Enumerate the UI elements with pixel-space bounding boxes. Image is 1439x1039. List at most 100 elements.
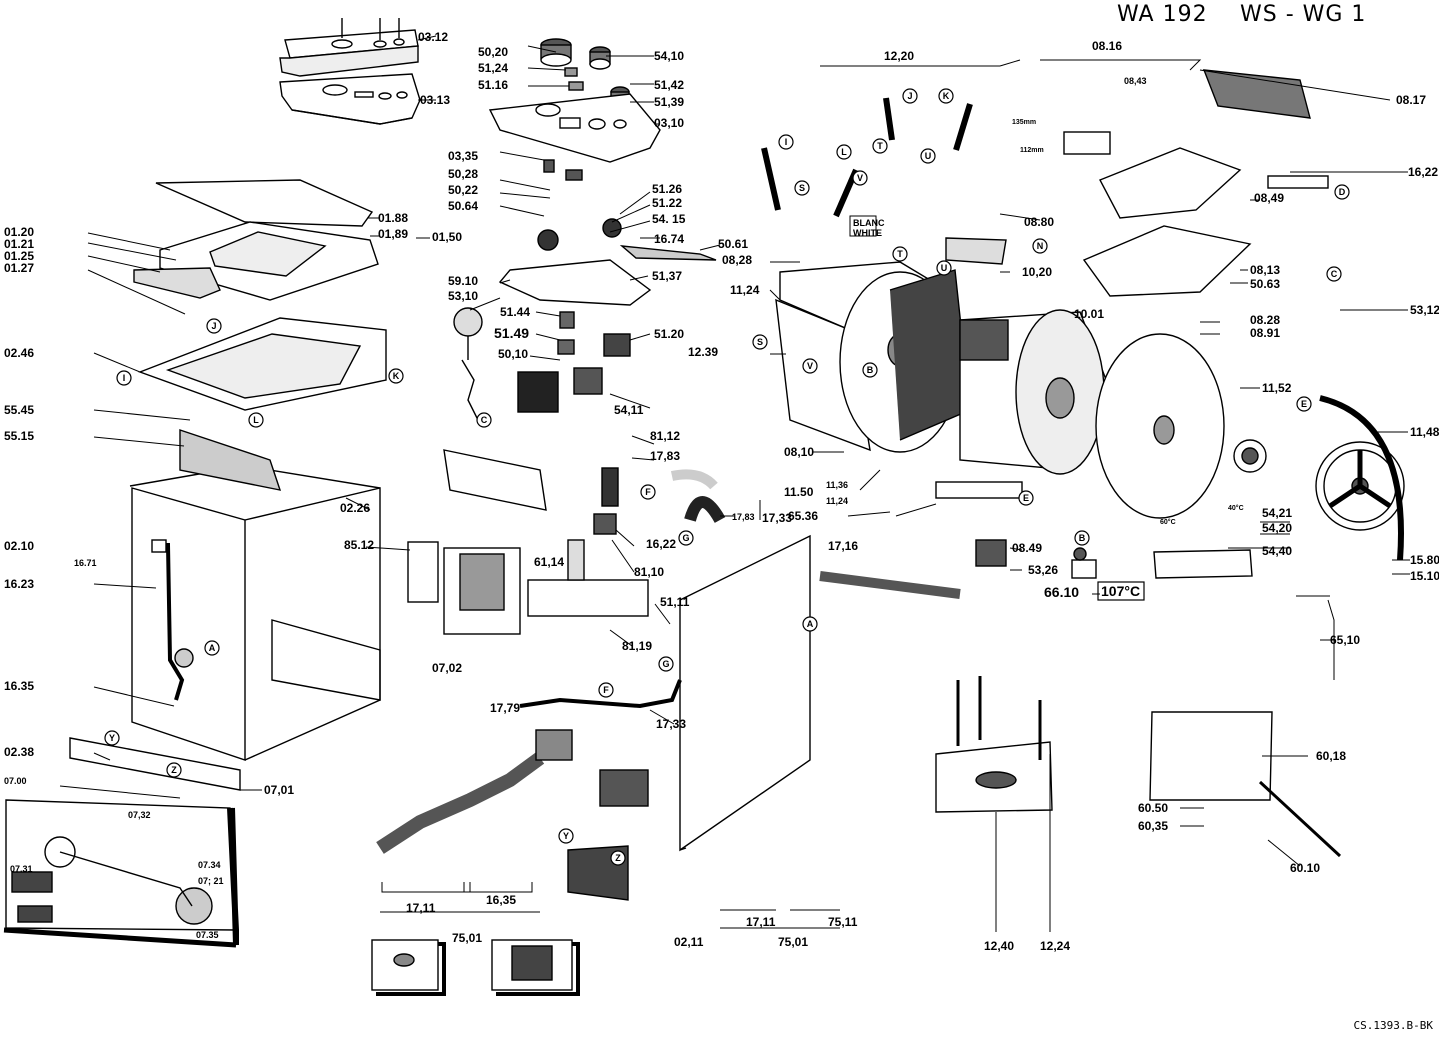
part-label-5064: 50.64	[448, 199, 478, 213]
part-label-0816: 08.16	[1092, 39, 1122, 53]
part-label-0702: 07,02	[432, 661, 462, 675]
part-label-5142: 51,42	[654, 78, 684, 92]
svg-text:Z: Z	[615, 853, 621, 863]
note-temp: 107°C	[1101, 583, 1140, 599]
hose-and-pump	[376, 449, 726, 901]
part-label-1711: 17,11	[406, 901, 436, 915]
leader-lines	[59, 35, 1410, 932]
part-label-0700: 07.00	[4, 776, 27, 786]
model-title: WA 192	[1117, 2, 1208, 27]
part-labels: 03.1203.1350,2051,2451.1654,1051,4251,39…	[4, 30, 1439, 953]
part-label-5910: 59.10	[448, 274, 478, 288]
part-label-1635: 16.35	[4, 679, 34, 693]
callout-g-11: G	[678, 530, 694, 546]
callout-l-20: L	[836, 144, 852, 160]
svg-text:V: V	[807, 361, 813, 371]
callout-n-21: N	[1032, 238, 1048, 254]
part-label-1124: 11,24	[730, 283, 760, 297]
part-label-0310: 03,10	[654, 116, 684, 130]
part-label-6536: 65.36	[788, 509, 818, 523]
part-label-5063: 50.63	[1250, 277, 1280, 291]
part-label-0701: 07,01	[264, 783, 294, 797]
part-label-0246: 02.46	[4, 346, 34, 360]
accessory-boxes	[371, 939, 580, 996]
part-label-0849: 08,49	[1254, 191, 1284, 205]
part-label-6610: 66.10	[1044, 584, 1079, 600]
part-label-1224: 12,24	[1040, 939, 1070, 953]
callout-l-19: L	[248, 412, 264, 428]
svg-text:F: F	[645, 487, 651, 497]
note-40c: 40°C	[1228, 504, 1244, 512]
part-label-1152: 11,52	[1262, 381, 1292, 395]
part-label-1580: 15.80	[1410, 553, 1439, 567]
heater	[1071, 547, 1253, 579]
electronic-module-assembly	[453, 159, 717, 421]
part-label-5144: 51.44	[500, 305, 530, 319]
part-label-0843: 08,43	[1124, 76, 1147, 86]
part-label-5149: 51.49	[494, 325, 529, 341]
svg-text:B: B	[1079, 533, 1086, 543]
part-label-5022: 50,22	[448, 183, 478, 197]
callout-t-24: T	[892, 246, 908, 262]
note-112mm: 112mm	[1020, 147, 1044, 154]
svg-text:U: U	[925, 151, 932, 161]
callout-f-9: F	[640, 484, 656, 500]
series-title: WS - WG 1	[1240, 2, 1367, 27]
part-label-5124: 51,24	[478, 61, 508, 75]
cabinet-frame	[69, 317, 439, 791]
part-label-6510: 65,10	[1330, 633, 1360, 647]
callout-e-8: E	[1296, 396, 1312, 412]
part-label-5111: 51,11	[660, 595, 690, 609]
part-label-5020: 50,20	[478, 45, 508, 59]
svg-text:Y: Y	[563, 831, 569, 841]
part-label-5120: 51.20	[654, 327, 684, 341]
detergent-drawer	[1063, 69, 1329, 297]
svg-text:V: V	[857, 173, 863, 183]
part-label-1733: 17,33	[762, 511, 792, 525]
side-panel	[679, 534, 811, 852]
part-label-0828b: 08.28	[1250, 313, 1280, 327]
callout-z-32: Z	[166, 762, 182, 778]
part-label-5126: 51.26	[652, 182, 682, 196]
callout-f-10: F	[598, 682, 614, 698]
part-label-0813: 08,13	[1250, 263, 1280, 277]
part-label-0880: 08.80	[1024, 215, 1054, 229]
svg-text:A: A	[209, 643, 216, 653]
tub-rear-half	[775, 261, 971, 453]
part-label-8512: 85.12	[344, 538, 374, 552]
part-label-5515: 55.15	[4, 429, 34, 443]
part-label-0188: 01.88	[378, 211, 408, 225]
part-label-6050: 60.50	[1138, 801, 1168, 815]
part-label-6035: 60,35	[1138, 819, 1168, 833]
part-label-5310: 53,10	[448, 289, 478, 303]
callout-j-16: J	[902, 88, 918, 104]
callout-c-4: C	[476, 412, 492, 428]
part-label-1510: 15.10	[1410, 569, 1439, 583]
svg-text:G: G	[682, 533, 689, 543]
part-label-0125: 01.25	[4, 249, 34, 263]
part-label-5545: 55.45	[4, 403, 34, 417]
callout-k-17: K	[388, 368, 404, 384]
part-label-5326: 53,26	[1028, 563, 1058, 577]
svg-text:S: S	[757, 337, 763, 347]
callout-g-12: G	[658, 656, 674, 672]
svg-text:Z: Z	[171, 765, 177, 775]
part-label-1635b: 16,35	[486, 893, 516, 907]
part-label-0313: 03.13	[420, 93, 450, 107]
part-label-0721: 07; 21	[198, 876, 224, 886]
part-label-1783: 17,83	[650, 449, 680, 463]
part-label-5411: 54,11	[614, 403, 644, 417]
callout-d-6: D	[1334, 184, 1350, 200]
part-label-0226: 02.26	[340, 501, 370, 515]
part-label-5410: 54,10	[654, 49, 684, 63]
control-panel-fascia	[279, 18, 421, 125]
part-label-7501b: 75,01	[778, 935, 808, 949]
part-label-0189: 01,89	[378, 227, 408, 241]
part-label-0127: 01.27	[4, 261, 34, 275]
callout-a-1: A	[802, 616, 818, 632]
part-label-1124b: 11,24	[826, 496, 848, 506]
callout-a-0: A	[204, 640, 220, 656]
svg-text:E: E	[1023, 493, 1029, 503]
